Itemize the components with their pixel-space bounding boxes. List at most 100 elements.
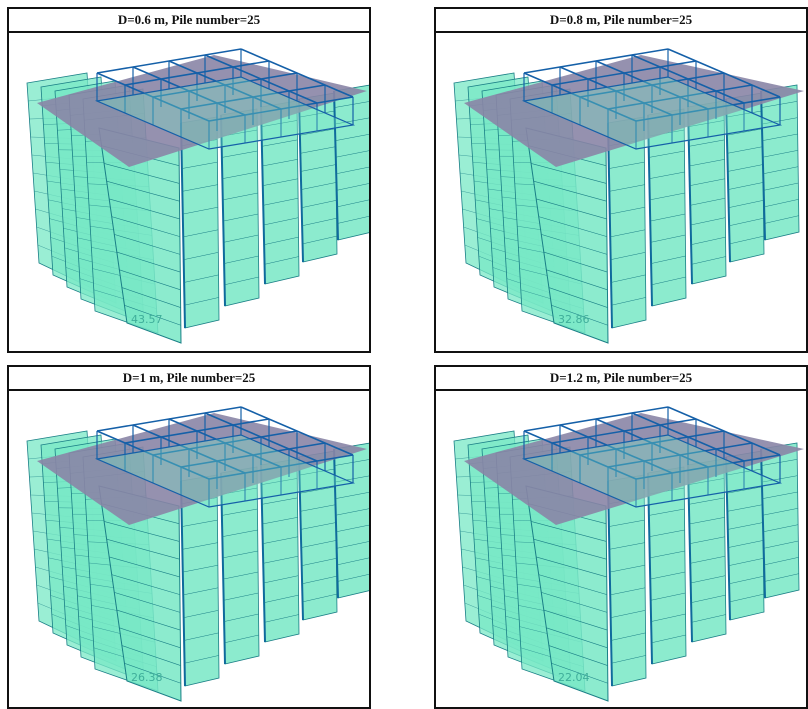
- pile-segment-line: [726, 128, 763, 136]
- pile-group-diagram: 43.57: [26, 48, 369, 344]
- pile-segment-line: [688, 120, 725, 127]
- pile-segment-line: [106, 180, 180, 202]
- pile-segment-line: [690, 217, 726, 226]
- pile-segment-line: [649, 550, 685, 559]
- pile-group-diagram: 26.38: [26, 406, 369, 702]
- pile-segment-line: [302, 217, 337, 227]
- pile-edge-line: [333, 448, 339, 599]
- pile-segment-line: [121, 645, 181, 666]
- pile-segment-line: [610, 610, 646, 618]
- pile-segment-line: [337, 574, 369, 582]
- displacement-value-label: 32.86: [558, 313, 590, 326]
- pile-segment-line: [651, 255, 686, 264]
- pile-segment-line: [184, 655, 219, 664]
- pile-segment-line: [649, 192, 685, 201]
- pile-edge-line: [298, 98, 304, 263]
- pile-edge-line: [760, 448, 766, 599]
- pile-segment-line: [533, 538, 607, 560]
- pile-segment-line: [691, 614, 726, 623]
- pile-segment-line: [691, 236, 726, 245]
- pile-segment-line: [764, 199, 799, 208]
- pile-segment-line: [541, 234, 608, 255]
- pile-segment-line: [109, 198, 180, 220]
- pile-segment-line: [651, 634, 686, 644]
- pile-segment-line: [609, 564, 645, 573]
- pile-segment-line: [727, 522, 763, 530]
- pile-segment-line: [302, 235, 337, 245]
- pile-segment-line: [336, 166, 369, 175]
- pile-segment-line: [543, 609, 608, 631]
- pile-segment-line: [546, 627, 608, 649]
- pile-segment-line: [727, 164, 763, 172]
- pile-segment-line: [262, 536, 298, 544]
- cap-lower-outline: [521, 76, 783, 150]
- pile-segment-line: [538, 574, 607, 595]
- pile-segment-line: [300, 146, 336, 154]
- pile-segment-line: [301, 200, 337, 208]
- pile-segment-line: [691, 594, 726, 603]
- pile-segment-line: [300, 504, 336, 512]
- pile-segment-line: [608, 161, 645, 169]
- pile-segment-line: [264, 236, 299, 245]
- pile-segment-line: [264, 594, 299, 603]
- pile-segment-line: [609, 184, 645, 192]
- pile-segment-line: [651, 276, 686, 286]
- pile-segment-line: [121, 287, 181, 308]
- pile-segment-line: [124, 304, 181, 326]
- pile-segment-line: [184, 274, 219, 283]
- pile-segment-line: [611, 274, 646, 283]
- pile-segment-line: [543, 251, 608, 273]
- panel-d12: D=1.2 m, Pile number=25 22.04: [434, 365, 808, 709]
- pile-segment-line: [763, 182, 799, 191]
- pile-segment-line: [334, 101, 369, 108]
- pile-segment-line: [183, 229, 219, 238]
- panel-d08: D=0.8 m, Pile number=25 32.86: [434, 7, 808, 353]
- panel-d10: D=1 m, Pile number=25 26.38: [7, 365, 371, 709]
- pile-segment-line: [335, 150, 369, 158]
- pile-edge-line: [607, 122, 613, 329]
- diagram-group: [453, 48, 804, 344]
- pile-segment-line: [690, 555, 726, 564]
- pile-segment-line: [689, 517, 725, 525]
- pile-segment-line: [728, 540, 764, 548]
- pile-segment-line: [336, 524, 369, 533]
- pile-segment-line: [182, 542, 218, 550]
- pile-segment-line: [262, 517, 298, 525]
- pile-segment-line: [224, 276, 259, 286]
- cap-lower-outline: [94, 434, 356, 508]
- pile-segment-line: [727, 146, 763, 154]
- pile-segment-line: [300, 522, 336, 530]
- pile-segment-line: [114, 592, 181, 613]
- pile-segment-line: [727, 504, 763, 512]
- pile-segment-line: [764, 215, 799, 224]
- pile-segment-line: [729, 575, 764, 585]
- pile-segment-line: [182, 206, 218, 215]
- pile-segment-line: [551, 304, 608, 326]
- pile-segment-line: [222, 550, 258, 559]
- pile-segment-line: [264, 614, 299, 623]
- pile-edge-line: [260, 106, 266, 285]
- pile-segment-line: [221, 508, 258, 516]
- pile-segment-line: [689, 536, 725, 544]
- pile-segment-line: [182, 184, 218, 192]
- pile-segment-line: [119, 269, 181, 291]
- pile-segment-line: [335, 508, 369, 516]
- pile-edge-line: [180, 480, 186, 687]
- pile-segment-line: [611, 655, 646, 664]
- diagram-group: [26, 48, 369, 344]
- pile-edge-line: [687, 464, 693, 643]
- pile-segment-line: [689, 159, 725, 167]
- pile-segment-line: [762, 133, 798, 141]
- pile-segment-line: [261, 139, 298, 147]
- pile-segment-line: [299, 128, 336, 136]
- pile-segment-line: [610, 229, 646, 238]
- pile-segment-line: [336, 541, 369, 549]
- pile-segment-line: [221, 150, 258, 158]
- pile-segment-line: [104, 163, 180, 184]
- pile-segment-line: [728, 200, 764, 208]
- pile-edge-line: [687, 106, 693, 285]
- pile-segment-line: [109, 556, 180, 578]
- pile-segment-line: [531, 521, 607, 542]
- pile-segment-line: [337, 216, 369, 224]
- pile-segment-line: [224, 255, 259, 264]
